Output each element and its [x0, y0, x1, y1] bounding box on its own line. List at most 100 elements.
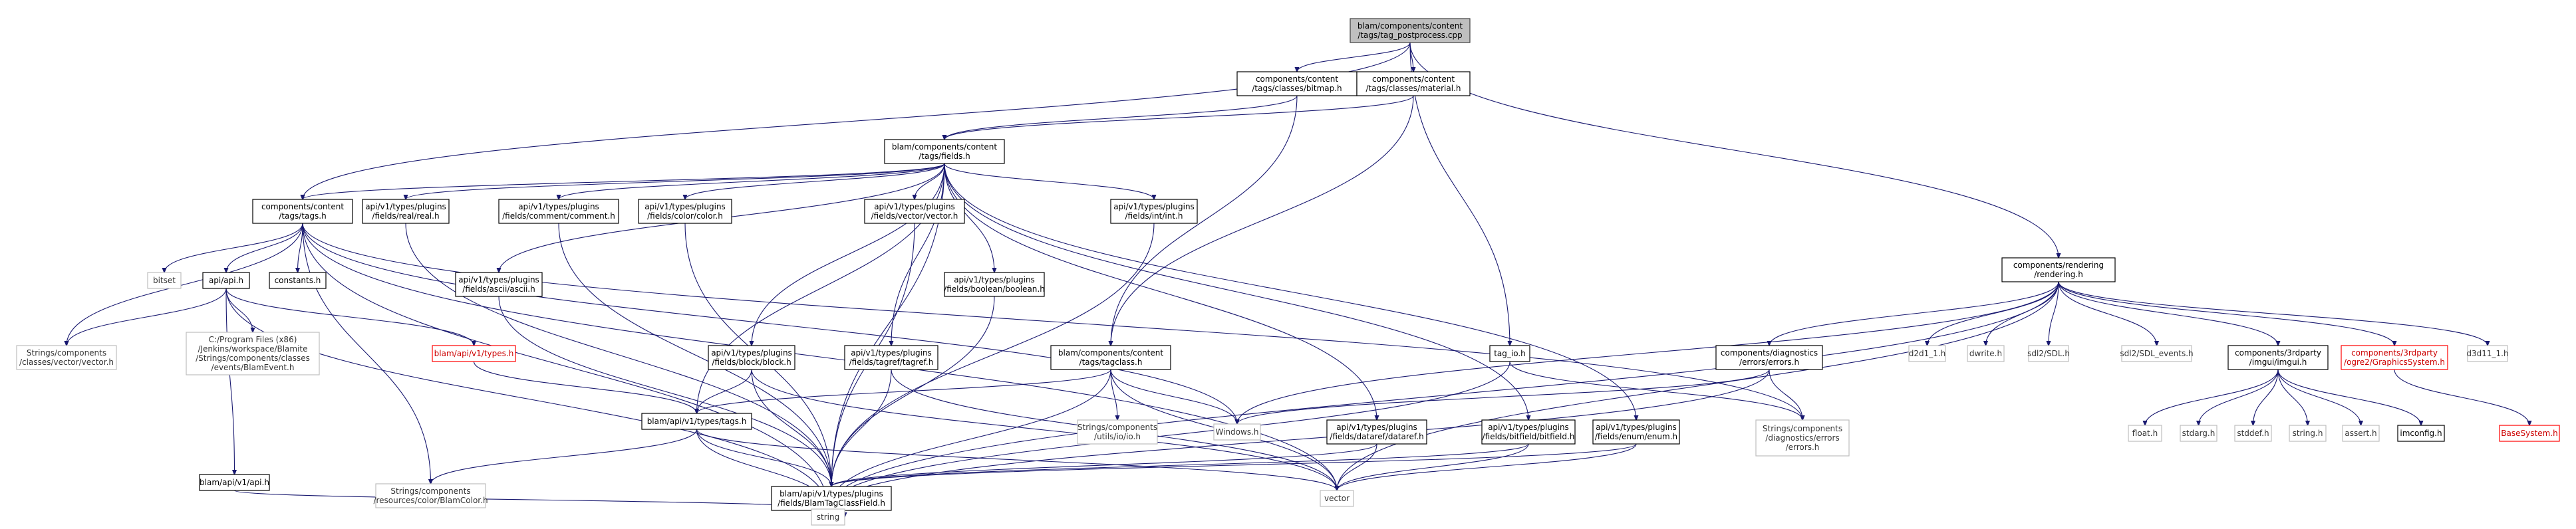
node-intint[interactable]: api/v1/types/plugins/fields/int/int.h — [1110, 199, 1198, 224]
node-label: /fields/tagref/tagref.h — [849, 358, 934, 367]
node-label: /fields/color/color.h — [647, 211, 723, 221]
node-label: components/content — [261, 202, 344, 211]
node-tagclass[interactable]: blam/components/content/tags/tagclass.h — [1050, 345, 1171, 370]
node-box — [199, 474, 270, 491]
node-box — [1077, 419, 1158, 445]
node-box — [2227, 345, 2329, 370]
node-label: api/v1/types/plugins — [851, 348, 932, 358]
edge-ascii-to-tagclassfield — [498, 296, 831, 486]
node-label: components/rendering — [2013, 261, 2104, 270]
node-label: components/content — [1256, 74, 1338, 84]
edge-tags-to-bitset — [164, 223, 303, 272]
node-box — [1356, 71, 1471, 96]
node-label: blam/components/content — [1358, 21, 1463, 31]
node-apih2[interactable]: blam/api/v1/api.h — [199, 474, 270, 491]
node-box — [2121, 345, 2192, 362]
node-label: api/v1/types/plugins — [874, 202, 955, 211]
node-material[interactable]: components/content/tags/classes/material… — [1356, 71, 1471, 96]
node-tags[interactable]: components/content/tags/tags.h — [252, 199, 353, 224]
node-comment[interactable]: api/v1/types/plugins/fields/comment/comm… — [498, 199, 619, 224]
node-label: /tags/classes/material.h — [1366, 84, 1461, 93]
node-apih[interactable]: api/api.h — [202, 272, 250, 289]
node-label: /tags/fields.h — [919, 152, 970, 161]
node-basesystem[interactable]: BaseSystem.h — [2499, 425, 2560, 442]
edge-tagclass-to-ioutils — [1110, 369, 1117, 420]
edge-tagclass-to-typestags — [697, 369, 1111, 413]
node-label: assert.h — [2345, 429, 2376, 438]
edge-boolean-to-tagclassfield — [831, 296, 995, 486]
edge-rendering-to-ogre — [2058, 281, 2394, 346]
edge-dataref-to-vectorstd — [1337, 443, 1377, 490]
node-label: /diagnostics/errors — [1765, 433, 1839, 443]
node-label: api/v1/types/plugins — [954, 275, 1035, 284]
node-fields[interactable]: blam/components/content/tags/fields.h — [884, 139, 1005, 164]
node-label: Strings/components — [1763, 424, 1842, 433]
node-realreal[interactable]: api/v1/types/plugins/fields/real/real.h — [362, 199, 450, 224]
node-dataref[interactable]: api/v1/types/plugins/fields/dataref/data… — [1326, 419, 1427, 445]
node-label: api/v1/types/plugins — [458, 275, 539, 284]
edge-rendering-to-sdlevents — [2058, 281, 2157, 346]
node-imgui[interactable]: components/3rdparty/imgui/imgui.h — [2227, 345, 2329, 370]
node-box — [2342, 425, 2380, 442]
node-label: sdl2/SDL.h — [2027, 349, 2070, 358]
edge-fields-to-block — [752, 163, 945, 346]
node-errors[interactable]: components/diagnostics/errors/errors.h — [1715, 345, 1823, 370]
node-d2d1: d2d1_1.h — [1908, 345, 1946, 362]
node-box — [1489, 345, 1530, 362]
edge-imgui-to-stdarg — [2199, 369, 2279, 425]
node-block[interactable]: api/v1/types/plugins/fields/block/block.… — [708, 345, 795, 370]
edge-rendering-to-d3d11 — [2058, 281, 2488, 346]
edge-fields-to-realreal — [406, 163, 945, 199]
node-windows: Windows.h — [1213, 423, 1261, 441]
edge-root-to-bitmap — [1297, 42, 1411, 72]
node-label: sdl2/SDL_events.h — [2120, 349, 2193, 358]
node-label: imconfig.h — [2400, 429, 2442, 438]
node-typesh[interactable]: blam/api/v1/types.h — [432, 345, 516, 362]
node-ascii[interactable]: api/v1/types/plugins/fields/ascii/ascii.… — [455, 272, 543, 297]
node-label: /errors/errors.h — [1739, 358, 1799, 367]
node-bitmap[interactable]: components/content/tags/classes/bitmap.h — [1236, 71, 1358, 96]
edge-imgui-to-stddef — [2253, 369, 2279, 425]
node-label: blam/api/v1/types/tags.h — [647, 417, 747, 426]
node-label: /resources/color/BlamColor.h — [373, 496, 488, 505]
node-ogre[interactable]: components/3rdparty/ogre2/GraphicsSystem… — [2341, 345, 2448, 370]
node-tagref[interactable]: api/v1/types/plugins/fields/tagref/tagre… — [844, 345, 938, 370]
node-rendering[interactable]: components/rendering/rendering.h — [2001, 257, 2116, 282]
edge-apih-to-string — [225, 288, 828, 509]
node-label: BaseSystem.h — [2501, 429, 2557, 438]
node-box — [362, 199, 450, 224]
node-box — [1050, 345, 1171, 370]
node-label: /fields/BlamTagClassField.h — [778, 498, 885, 508]
node-boolean[interactable]: api/v1/types/plugins/fields/boolean/bool… — [944, 272, 1045, 297]
node-box — [1110, 199, 1198, 224]
edge-enum-to-vectorstd — [1337, 443, 1637, 490]
edge-fields-to-enum — [944, 163, 1636, 420]
node-tagclassfield[interactable]: blam/api/v1/types/plugins/fields/BlamTag… — [771, 486, 892, 511]
node-root[interactable]: blam/components/content/tags/tag_postpro… — [1350, 18, 1471, 43]
node-constants[interactable]: constants.h — [269, 272, 327, 289]
node-imconfig[interactable]: imconfig.h — [2397, 425, 2445, 442]
node-bitfield[interactable]: api/v1/types/plugins/fields/bitfield/bit… — [1481, 419, 1576, 445]
node-box — [2397, 425, 2445, 442]
node-d3d11: d3d11_1.h — [2466, 345, 2509, 362]
edge-errors-to-string — [828, 369, 1770, 509]
node-ioutils: Strings/components/utils/io/io.h — [1077, 419, 1158, 445]
edge-ogre-to-basesystem — [2394, 369, 2529, 425]
node-label: /fields/comment/comment.h — [502, 211, 615, 221]
node-box — [202, 272, 250, 289]
node-color[interactable]: api/v1/types/plugins/fields/color/color.… — [638, 199, 732, 224]
node-typestags[interactable]: blam/api/v1/types/tags.h — [641, 413, 752, 430]
node-label: /fields/bitfield/bitfield.h — [1483, 432, 1575, 441]
node-label: d2d1_1.h — [1909, 349, 1946, 358]
node-vector[interactable]: api/v1/types/plugins/fields/vector/vecto… — [864, 199, 965, 224]
edge-rendering-to-vectorstd — [1337, 281, 2059, 490]
node-label: blam/api/v1/api.h — [200, 478, 269, 487]
node-label: stdarg.h — [2182, 429, 2216, 438]
node-box — [2001, 257, 2116, 282]
edge-fields-to-bitfield — [944, 163, 1528, 420]
node-box — [641, 413, 752, 430]
node-enum[interactable]: api/v1/types/plugins/fields/enum/enum.h — [1592, 419, 1680, 445]
node-box — [1326, 419, 1427, 445]
node-tagio[interactable]: tag_io.h — [1489, 345, 1530, 362]
